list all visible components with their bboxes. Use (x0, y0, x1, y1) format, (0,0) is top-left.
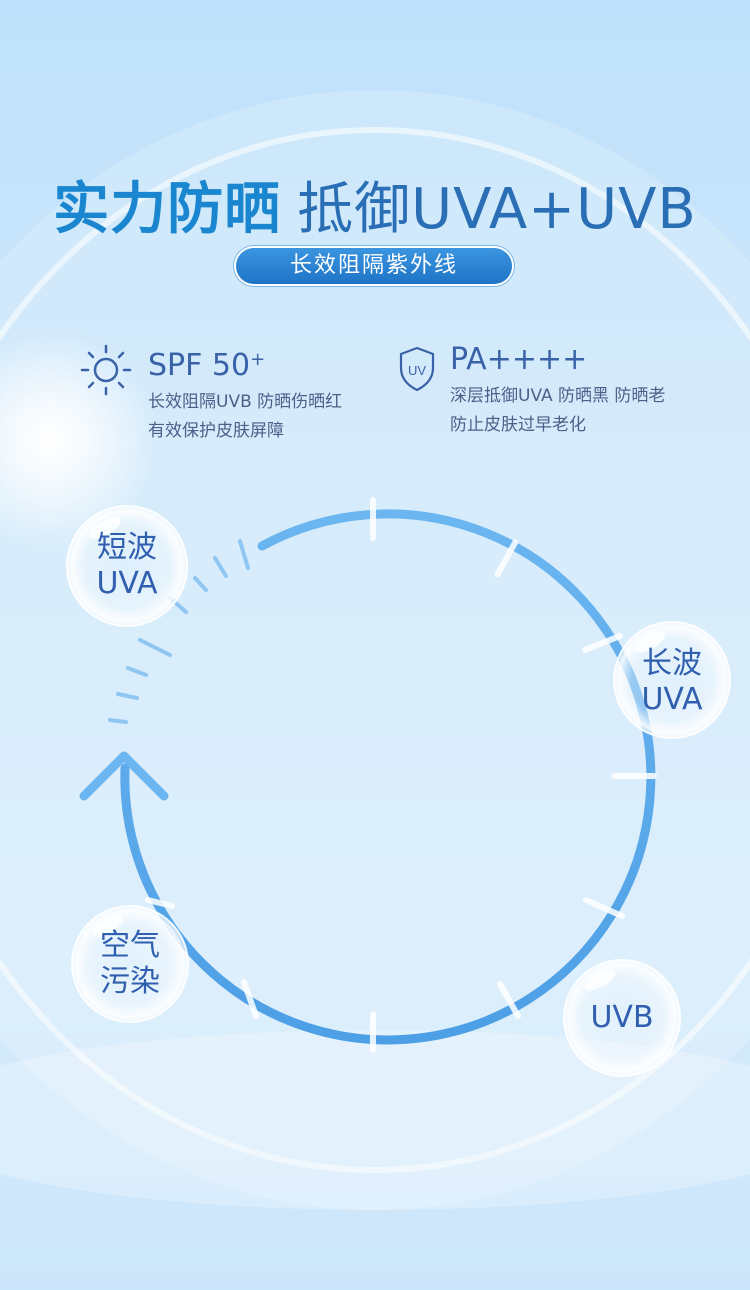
bg-ellipse-outer (0, 90, 750, 1210)
feature-pa-line-1: 深层抵御UVA 防晒黑 防晒老 (450, 386, 666, 406)
bubble-uvb-label: UVB (562, 1000, 682, 1036)
ring-dashes (108, 539, 250, 724)
ring-ticks (145, 497, 657, 1053)
bubble-short-uva-label: 短波 UVA (67, 530, 187, 602)
bubble-long-uva-label: 长波 UVA (612, 646, 732, 718)
bubble-line: UVA (641, 682, 703, 717)
feature-pa: PA++++ 深层抵御UVA 防晒黑 防晒老 防止皮肤过早老化 (450, 340, 665, 440)
feature-spf-line-2: 有效保护皮肤屏障 (148, 421, 284, 441)
uv-ring (120, 509, 656, 1045)
sun-icon (80, 344, 132, 396)
bubble-uvb (563, 959, 681, 1077)
bubble-short-uva (66, 505, 188, 627)
uv-shield-text: UV (408, 363, 426, 378)
title-main: 实力防晒 (53, 177, 282, 242)
arrow-up-icon (79, 751, 169, 801)
bg-ellipse-base (0, 1030, 750, 1210)
bubble-long-uva (613, 621, 731, 739)
feature-spf-line-1: 长效阻隔UVB 防晒伤晒红 (148, 392, 343, 412)
bubble-air-pollution (71, 905, 189, 1023)
bubble-line: 污染 (100, 964, 160, 999)
bubble-line: UVA (96, 566, 158, 601)
feature-pa-title: PA++++ (450, 342, 588, 377)
title-secondary: 抵御UVA+UVB (297, 177, 697, 242)
feature-spf-title: SPF 50+ (148, 348, 266, 383)
uv-shield-icon: UV (399, 346, 435, 392)
bubble-line: 空气 (100, 928, 160, 963)
bubble-line: UVB (590, 1000, 654, 1035)
page-title: 实力防晒抵御UVA+UVB (0, 178, 750, 242)
bg-ellipse-rim (0, 127, 750, 1173)
bubble-air-pollution-label: 空气 污染 (70, 928, 190, 1000)
bubble-line: 长波 (642, 646, 702, 681)
bubble-line: 短波 (97, 530, 157, 565)
subtitle-badge: 长效阻隔紫外线 (236, 248, 512, 284)
feature-spf: SPF 50+ 长效阻隔UVB 防晒伤晒红 有效保护皮肤屏障 (148, 340, 342, 446)
feature-pa-line-2: 防止皮肤过早老化 (450, 415, 586, 435)
